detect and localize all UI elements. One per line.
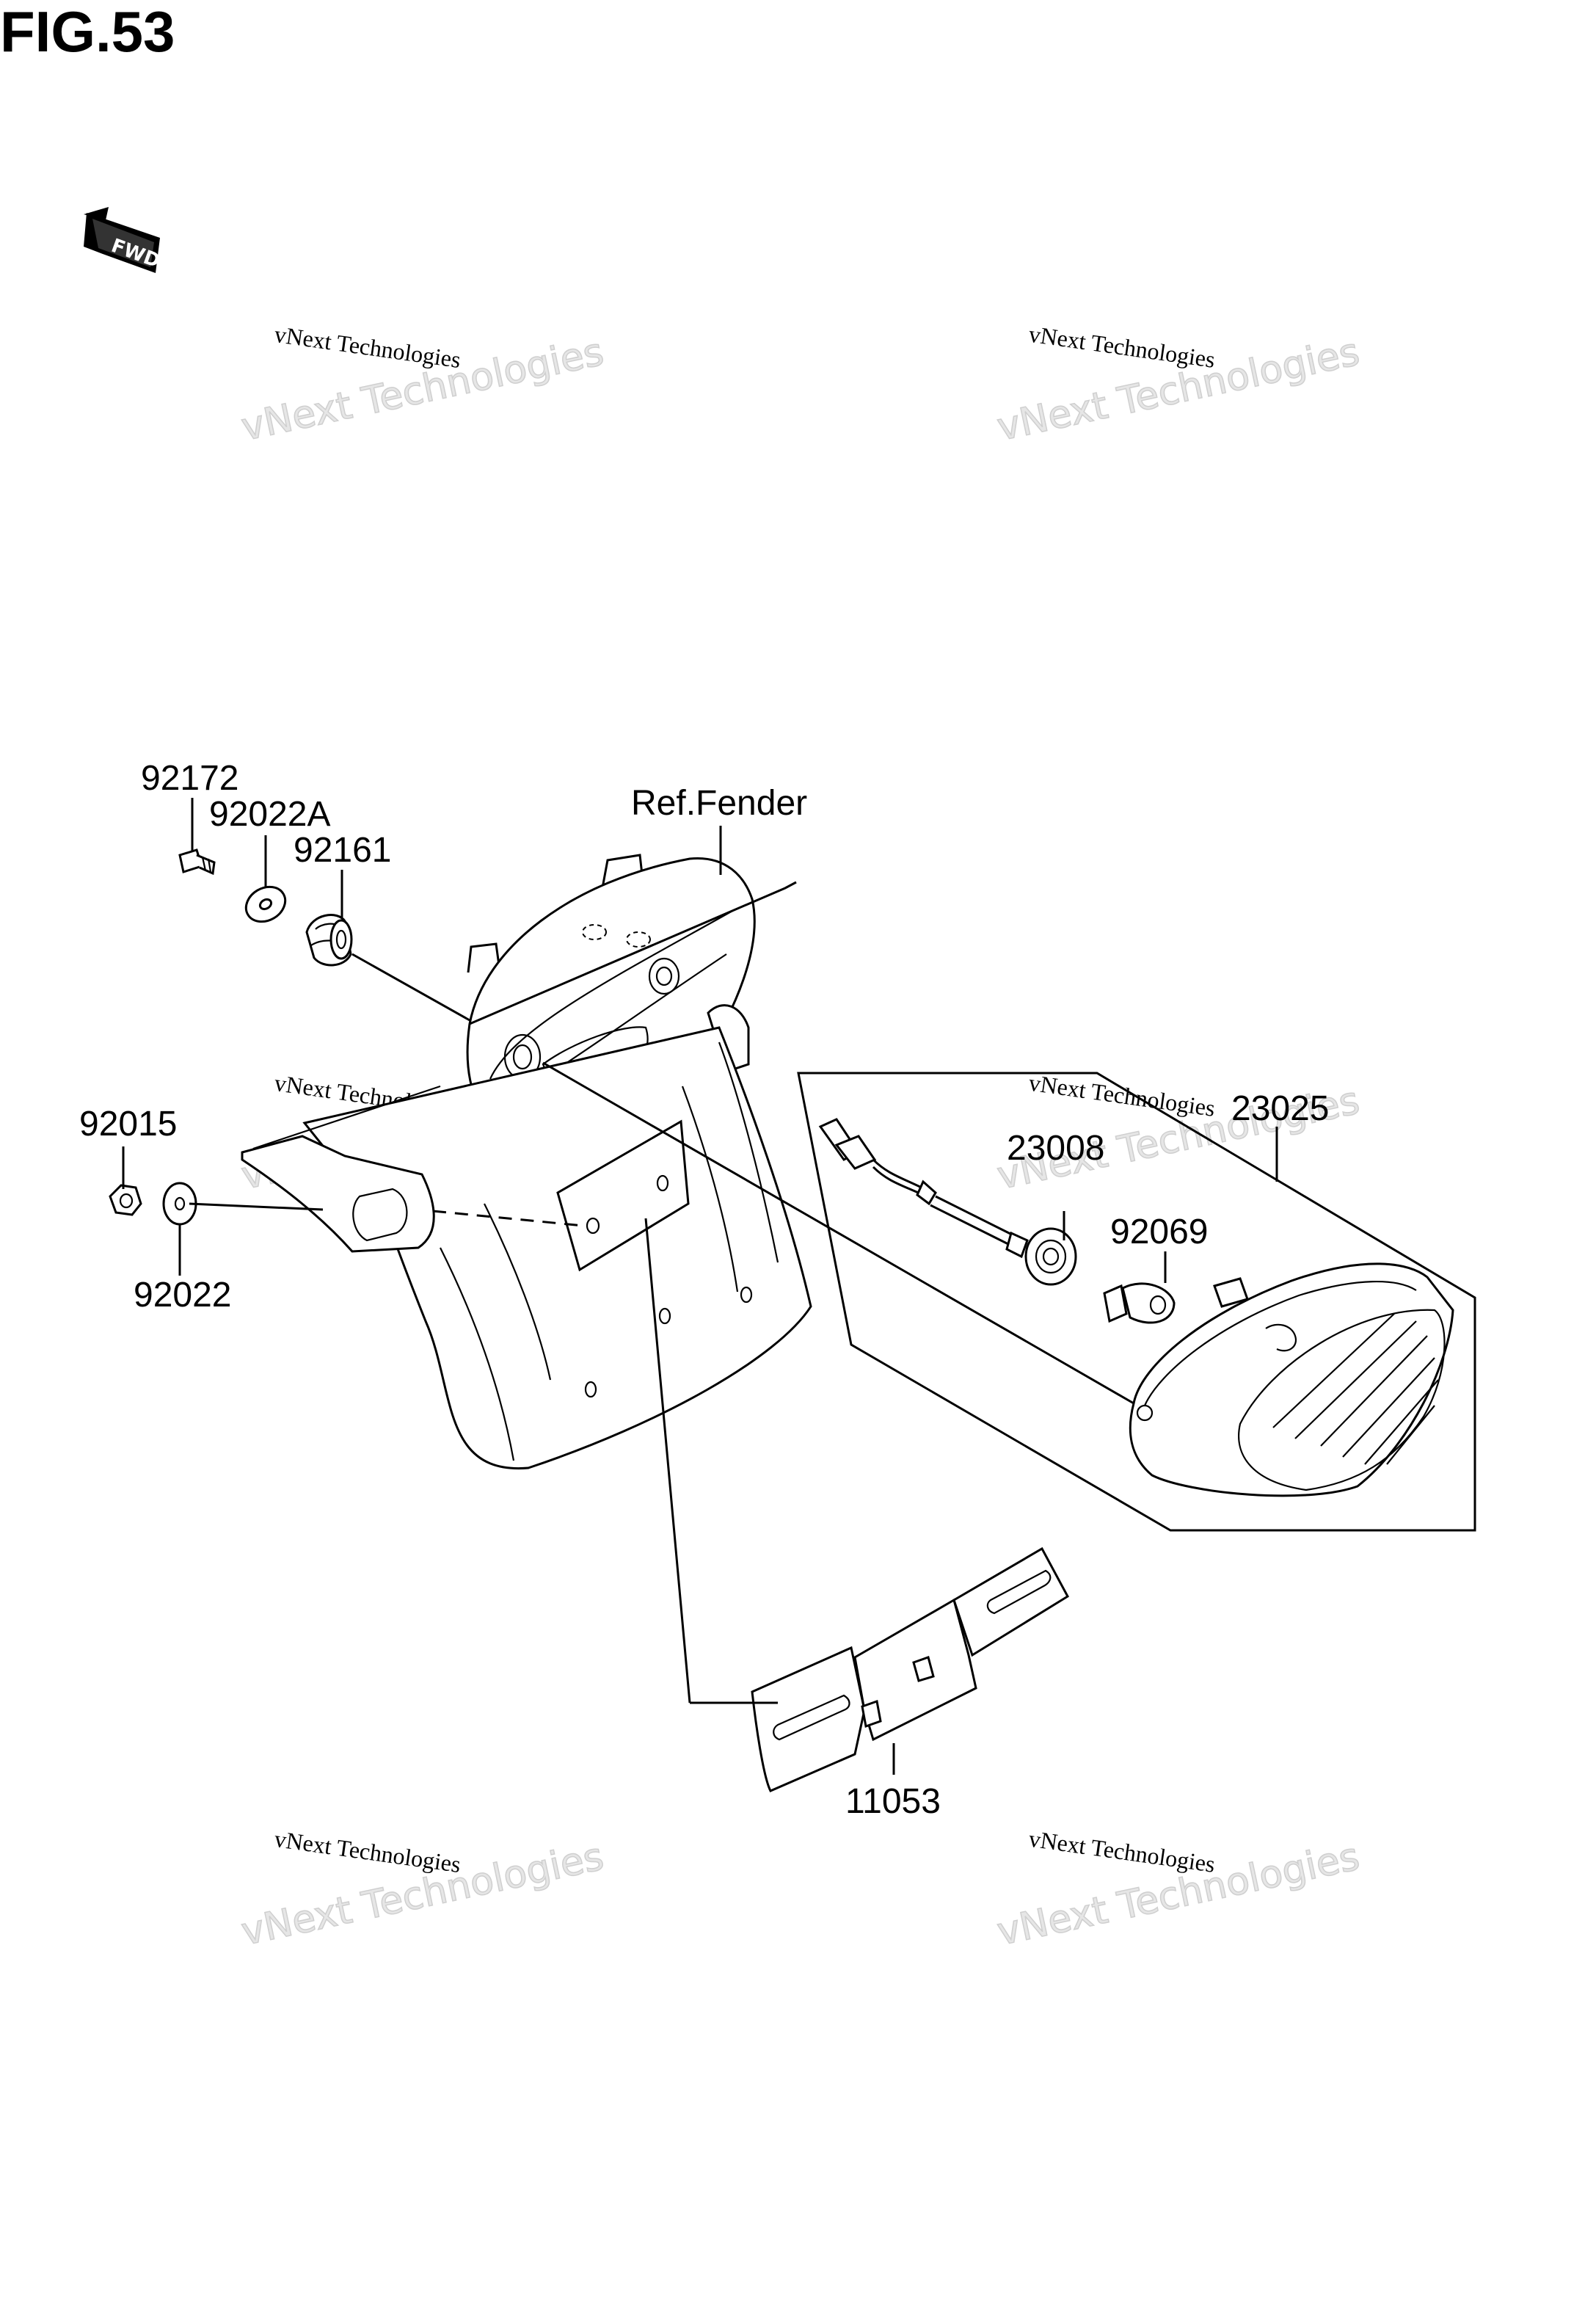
- watermark-text: vNext Technologies: [1027, 321, 1217, 373]
- washer-92022a-icon: [244, 885, 287, 923]
- socket-wiring-23008-icon: [818, 1118, 1077, 1286]
- fwd-arrow-icon: FWD: [84, 207, 163, 273]
- callout-92172: 92172: [141, 759, 238, 798]
- callout-92015: 92015: [79, 1105, 177, 1144]
- tail-light-assembly-frame: [797, 1072, 1476, 1532]
- rear-fender: [241, 854, 812, 1470]
- figure-title: FIG.53: [0, 0, 175, 64]
- watermark-top-left: vNext Technologies vNext Technologies: [237, 321, 608, 451]
- grommet-92161-icon: [305, 914, 353, 967]
- hidden-bolt-line: [432, 1210, 584, 1227]
- license-bracket-11053-icon: [751, 1546, 1069, 1792]
- leader-grommet-to-fender: [351, 953, 470, 1022]
- callout-92022a: 92022A: [209, 795, 331, 834]
- leader-fender-to-lamp: [542, 1061, 1134, 1405]
- callout-92161: 92161: [294, 831, 391, 870]
- watermark-bottom-left: vNext Technologies vNext Technologies: [237, 1825, 608, 1955]
- callout-23008: 23008: [1007, 1129, 1104, 1168]
- callout-92022: 92022: [134, 1276, 231, 1315]
- leader-fender-to-bracket-v: [644, 1218, 691, 1704]
- watermark-bottom-right: vNext Technologies vNext Technologies: [993, 1825, 1363, 1955]
- watermark-text: vNext Technologies: [273, 1825, 462, 1877]
- watermark-text: vNext Technologies: [273, 321, 462, 373]
- nut-92015-icon: [109, 1184, 142, 1216]
- tail-lamp-icon: [1129, 1262, 1454, 1497]
- callout-92069: 92069: [1110, 1213, 1208, 1251]
- watermark-top-right: vNext Technologies vNext Technologies: [993, 321, 1363, 451]
- leader-washer-to-fender: [189, 1202, 324, 1211]
- watermark-text: vNext Technologies: [1027, 1825, 1217, 1877]
- callout-ref-fender: Ref.Fender: [631, 784, 807, 823]
- bulb-92069-icon: [1103, 1282, 1176, 1324]
- callout-23025: 23025: [1231, 1089, 1329, 1128]
- watermark-text: vNext Technologies: [1027, 1069, 1217, 1122]
- callout-11053: 11053: [845, 1782, 941, 1821]
- screw-92172-icon: [178, 848, 216, 876]
